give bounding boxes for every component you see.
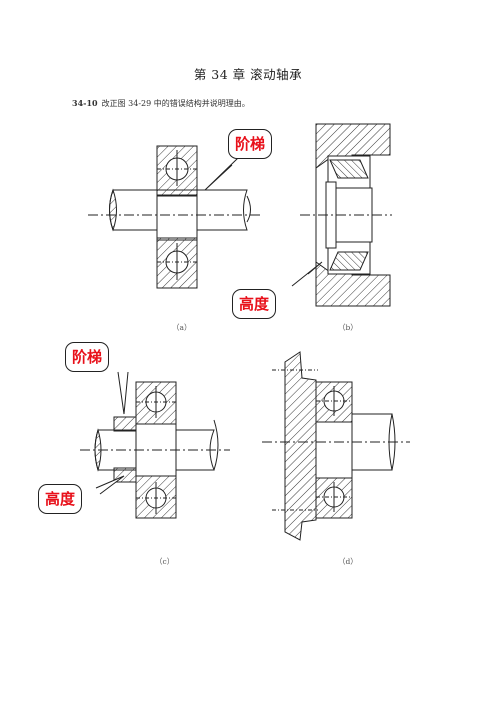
callout-height-c: 高度 [38,484,83,514]
caption-a: （a） [172,323,192,332]
caption-b: （b） [338,323,358,332]
figure-b-drawing [291,123,392,307]
question-number: 34-10 [72,98,98,108]
caption-d: （d） [338,557,358,566]
figure-d-drawing [262,351,410,541]
question-text: 改正图 34-29 中的错误结构并说明理由。 [101,99,250,108]
chapter-title: 第 34 章 滚动轴承 [193,67,303,82]
callout-step-a: 阶梯 [228,129,273,159]
callout-step-c: 阶梯 [65,342,110,372]
figure-c-drawing [80,371,230,519]
figure-a-drawing [88,145,262,289]
callout-height-b: 高度 [232,289,277,319]
caption-c: （c） [155,557,175,566]
